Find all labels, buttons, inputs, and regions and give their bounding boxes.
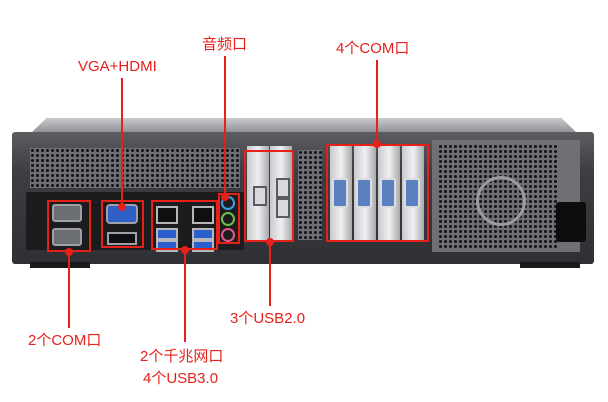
- usb3-port-1: [156, 228, 178, 240]
- com-port-2: [52, 228, 82, 246]
- usb2-callout-line: [269, 242, 271, 306]
- vga-hdmi-callout-line: [121, 78, 123, 206]
- com4-callout-line: [376, 60, 378, 144]
- psu-fan: [476, 176, 526, 226]
- audio-jack-3: [221, 228, 235, 242]
- com2-callout-line: [68, 252, 70, 328]
- power-socket: [556, 202, 586, 242]
- vga-hdmi-callout-dot: [118, 203, 126, 211]
- usb2-callout-dot: [266, 238, 274, 246]
- usb3-label: 4个USB3.0: [143, 370, 219, 387]
- lan-port-1: [156, 206, 178, 224]
- com-port-1: [52, 204, 82, 222]
- audio-label: 音频口: [202, 36, 248, 53]
- com2-label: 2个COM口: [28, 332, 102, 349]
- com2-callout-dot: [65, 248, 73, 256]
- audio-callout-line: [224, 56, 226, 196]
- com4-label: 4个COM口: [336, 40, 410, 57]
- usb2-label: 3个USB2.0: [230, 310, 306, 327]
- com4-callout-dot: [373, 140, 381, 148]
- upper-vent: [30, 148, 240, 188]
- com4-highlight-box: [326, 144, 429, 242]
- slot-vent: [298, 150, 322, 240]
- usb2-port-3: [276, 198, 290, 218]
- chassis-foot-right: [520, 262, 580, 268]
- expansion-com-port-4: [404, 178, 420, 208]
- expansion-com-port-2: [356, 178, 372, 208]
- usb2-port-1: [253, 186, 267, 206]
- lan-label: 2个千兆网口: [140, 348, 224, 365]
- expansion-com-port-1: [332, 178, 348, 208]
- audio-callout-dot: [221, 193, 229, 201]
- audio-jack-2: [221, 212, 235, 226]
- lan-port-2: [192, 206, 214, 224]
- com2-highlight-box: [47, 200, 91, 252]
- chassis-top: [30, 118, 578, 134]
- usb3-port-3: [192, 228, 214, 240]
- usb2-port-2: [276, 178, 290, 198]
- lan-usb3-highlight-box: [151, 200, 218, 250]
- lan-usb3-callout-line: [184, 250, 186, 342]
- usb2-highlight-box: [244, 150, 294, 242]
- expansion-com-port-3: [380, 178, 396, 208]
- chassis-foot-left: [30, 262, 90, 268]
- audio-highlight-box: [218, 193, 240, 244]
- hdmi-port: [107, 232, 137, 245]
- lan-usb3-callout-dot: [181, 246, 189, 254]
- vga-hdmi-label: VGA+HDMI: [78, 58, 157, 75]
